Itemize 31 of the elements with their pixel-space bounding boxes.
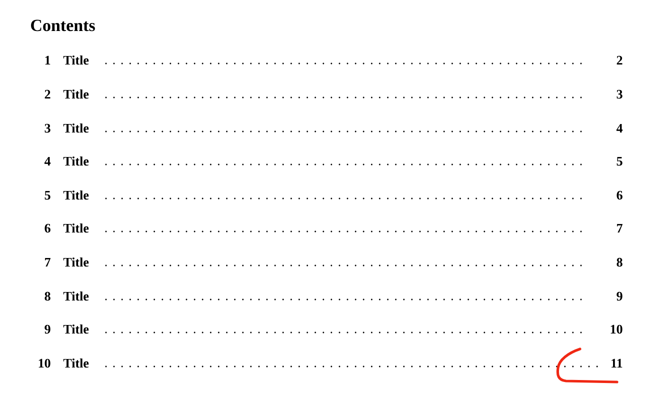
heading: Contents xyxy=(31,20,95,32)
page-number: 9 xyxy=(616,292,622,301)
page-number: 6 xyxy=(616,190,622,200)
entry-number: 7 xyxy=(45,258,50,266)
entry-number: 4 xyxy=(44,156,51,166)
entry-title: Title xyxy=(63,123,89,133)
entry-title: Title xyxy=(63,223,89,233)
page-number: 8 xyxy=(616,258,622,267)
entry-title: Title xyxy=(63,55,89,65)
entry-number: 3 xyxy=(44,124,50,133)
entry-title: Title xyxy=(63,156,89,166)
entry-title: Title xyxy=(63,291,89,301)
entry-number: 6 xyxy=(44,224,50,233)
page-number: 11 xyxy=(612,358,622,368)
entry-number: 2 xyxy=(44,90,50,98)
page-number: 2 xyxy=(616,56,622,64)
entry-title: Title xyxy=(63,190,89,200)
page-number: 4 xyxy=(616,124,623,132)
entry-number: 1 xyxy=(45,56,50,64)
page-number: 7 xyxy=(617,224,622,232)
entry-title: Title xyxy=(63,358,89,368)
entry-number: 10 xyxy=(38,358,50,368)
entry-number: 5 xyxy=(44,190,50,200)
entry-number: 9 xyxy=(44,324,50,334)
entry-title: Title xyxy=(63,257,89,267)
page-number: 5 xyxy=(616,156,622,166)
page-number: 10 xyxy=(610,324,622,334)
entry-number: 8 xyxy=(44,292,50,301)
entry-title: Title xyxy=(63,89,89,99)
page-number: 3 xyxy=(616,90,622,99)
entry-title: Title xyxy=(63,324,89,334)
